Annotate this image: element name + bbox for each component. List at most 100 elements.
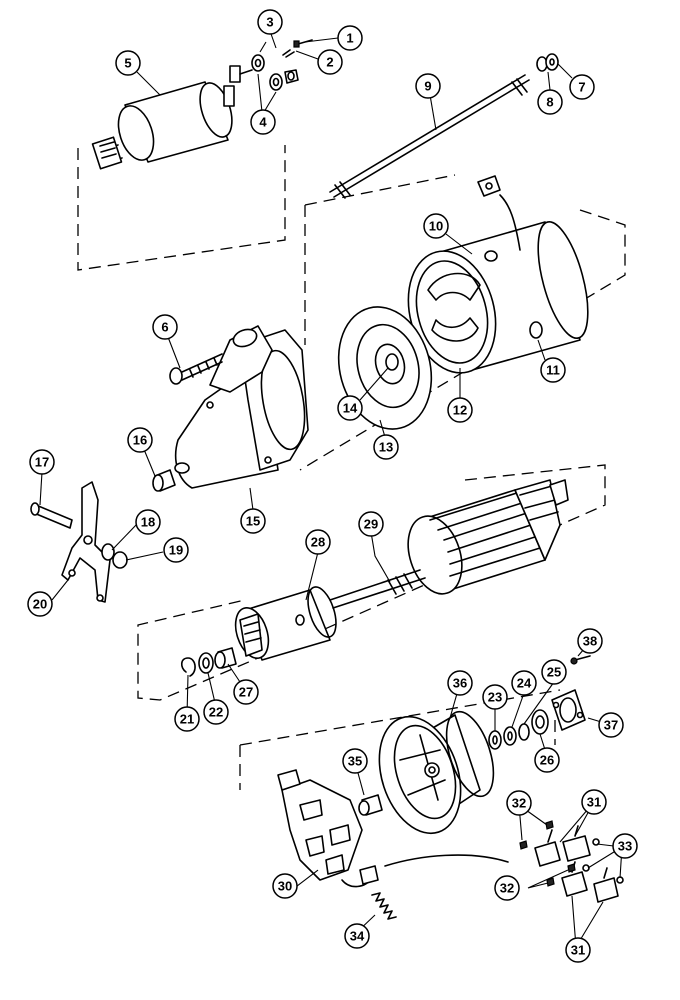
svg-text:3: 3 [266, 15, 273, 30]
svg-text:27: 27 [239, 685, 253, 700]
svg-text:18: 18 [141, 515, 155, 530]
svg-text:31: 31 [587, 795, 601, 810]
callout-labels: 1 2 3 4 5 6 7 8 9 10 11 12 13 14 15 16 1… [27, 9, 638, 963]
svg-text:6: 6 [161, 320, 168, 335]
svg-text:31: 31 [571, 943, 585, 958]
svg-text:12: 12 [453, 403, 467, 418]
bushing-35 [358, 794, 383, 816]
brush-lead [384, 854, 509, 867]
svg-text:21: 21 [180, 712, 194, 727]
brush-spring [371, 892, 397, 920]
callout-7: 7 [569, 74, 595, 100]
callout-38: 38 [577, 628, 603, 654]
callout-32-top: 32 [506, 790, 532, 816]
svg-text:2: 2 [326, 55, 333, 70]
callout-27: 27 [233, 679, 259, 705]
bolt-nut-washer [536, 53, 559, 72]
callout-11: 11 [540, 357, 566, 383]
end-cap [551, 655, 591, 731]
drive-end-housing [174, 325, 309, 489]
svg-text:13: 13 [379, 440, 393, 455]
through-bolt [329, 74, 530, 199]
callout-9: 9 [415, 73, 441, 99]
callout-20: 20 [27, 591, 53, 617]
svg-text:29: 29 [364, 517, 378, 532]
svg-text:36: 36 [453, 676, 467, 691]
svg-text:5: 5 [124, 56, 131, 71]
callout-23: 23 [482, 684, 508, 710]
callout-28: 28 [305, 529, 331, 555]
callout-3: 3 [257, 9, 283, 35]
svg-text:4: 4 [259, 115, 267, 130]
armature [329, 479, 569, 609]
callout-6: 6 [152, 314, 178, 340]
callout-1: 1 [337, 25, 363, 51]
callout-2: 2 [317, 49, 343, 75]
callout-4: 4 [250, 109, 276, 135]
bushing-16 [152, 469, 176, 492]
callout-8: 8 [537, 89, 563, 115]
callout-10: 10 [423, 213, 449, 239]
callout-17: 17 [29, 449, 55, 475]
callout-36: 36 [447, 670, 473, 696]
svg-text:33: 33 [618, 839, 632, 854]
svg-text:32: 32 [512, 796, 526, 811]
callout-21: 21 [174, 706, 200, 732]
callout-5: 5 [115, 50, 141, 76]
svg-text:15: 15 [246, 514, 260, 529]
callout-29: 29 [358, 511, 384, 537]
drive-clutch [234, 586, 337, 661]
svg-text:32: 32 [500, 881, 514, 896]
svg-text:22: 22 [209, 705, 223, 720]
brushes [519, 820, 624, 903]
callout-32-bottom: 32 [494, 875, 520, 901]
svg-text:19: 19 [169, 543, 183, 558]
callout-24: 24 [511, 670, 537, 696]
callout-14: 14 [337, 395, 363, 421]
svg-text:24: 24 [517, 676, 532, 691]
svg-text:37: 37 [604, 718, 618, 733]
commutator-end-frame [378, 710, 495, 835]
callout-34: 34 [344, 923, 370, 949]
svg-text:25: 25 [547, 665, 561, 680]
svg-text:9: 9 [424, 79, 431, 94]
housing-screw [169, 353, 223, 385]
svg-text:8: 8 [546, 95, 553, 110]
callout-18: 18 [135, 509, 161, 535]
svg-text:17: 17 [35, 455, 49, 470]
stop-collar-parts [180, 647, 237, 677]
callout-35: 35 [342, 748, 368, 774]
callout-30: 30 [272, 873, 298, 899]
field-frame-housing [407, 175, 589, 374]
callout-22: 22 [203, 699, 229, 725]
callout-12: 12 [447, 397, 473, 423]
solenoid [91, 65, 253, 170]
callout-33: 33 [612, 833, 638, 859]
svg-text:20: 20 [33, 597, 47, 612]
svg-text:26: 26 [540, 753, 554, 768]
svg-text:7: 7 [578, 80, 585, 95]
svg-text:14: 14 [343, 401, 358, 416]
callout-19: 19 [163, 537, 189, 563]
svg-text:38: 38 [583, 634, 597, 649]
svg-text:28: 28 [311, 535, 325, 550]
svg-text:30: 30 [278, 879, 292, 894]
callout-26: 26 [534, 747, 560, 773]
callout-15: 15 [240, 508, 266, 534]
terminal-hardware [251, 39, 313, 91]
svg-text:1: 1 [346, 31, 353, 46]
brush-holder [277, 769, 379, 888]
callout-31-top: 31 [581, 789, 607, 815]
callout-25: 25 [541, 659, 567, 685]
svg-text:35: 35 [348, 754, 362, 769]
svg-text:16: 16 [133, 433, 147, 448]
svg-text:10: 10 [429, 219, 443, 234]
svg-text:23: 23 [488, 690, 502, 705]
end-washers [488, 709, 549, 750]
shift-lever-assembly [30, 481, 128, 603]
callout-31-bottom: 31 [565, 937, 591, 963]
callout-37: 37 [598, 712, 624, 738]
callout-16: 16 [127, 427, 153, 453]
svg-text:34: 34 [350, 929, 365, 944]
